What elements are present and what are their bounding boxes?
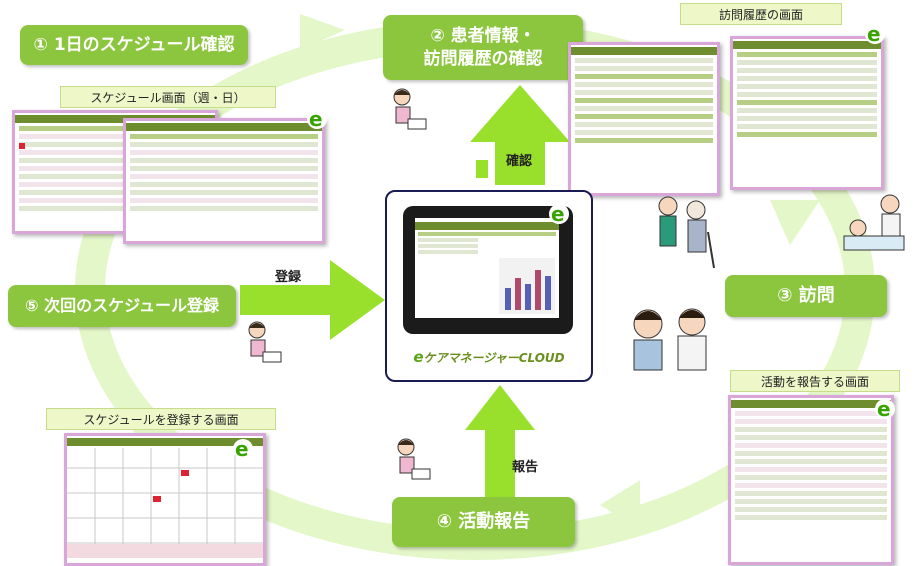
e-logo-icon: e xyxy=(865,23,885,45)
caregiver-elderly-illustration xyxy=(658,196,715,269)
svg-text:e: e xyxy=(235,438,249,460)
care-manager-cloud-logo: eケアマネージャーCLOUD xyxy=(413,348,565,366)
ring-arrowhead xyxy=(770,200,820,245)
tablet-chart xyxy=(499,258,555,314)
e-logo-icon: e xyxy=(307,108,327,130)
svg-text:e: e xyxy=(867,23,881,45)
arrow-right-register xyxy=(240,260,385,340)
ring-arrowhead xyxy=(600,480,640,530)
tablet-screen xyxy=(415,218,559,318)
step3-box: ③ 訪問 xyxy=(725,275,887,317)
report-screen-caption: 活動を報告する画面 xyxy=(730,370,900,392)
register-screen-caption: スケジュールを登録する画面 xyxy=(46,408,276,430)
step1-box: ① 1日のスケジュール確認 xyxy=(20,25,248,65)
step2-box: ② 患者情報・ 訪問履歴の確認 xyxy=(383,15,583,80)
e-logo-icon: e xyxy=(233,438,253,460)
svg-text:e: e xyxy=(877,398,891,420)
nurse-writing-illustration xyxy=(393,88,427,130)
doctor-patient-illustration xyxy=(633,308,707,371)
schedule-screen-caption: スケジュール画面（週・日） xyxy=(60,86,276,108)
nurse-registering-illustration xyxy=(248,321,282,363)
step5-label: ⑤ 次回のスケジュール登録 xyxy=(25,296,219,316)
history-list-screenshot xyxy=(568,42,720,196)
step2-label-line1: ② 患者情報・ xyxy=(430,25,536,46)
svg-text:e: e xyxy=(309,108,323,130)
e-logo-icon: e xyxy=(875,398,895,420)
step5-box: ⑤ 次回のスケジュール登録 xyxy=(8,285,236,327)
arrow-up-confirm-dot xyxy=(476,160,488,178)
nurse-bedside-illustration xyxy=(843,194,905,251)
arrow-up-report xyxy=(465,385,535,500)
report-screenshot xyxy=(728,395,894,565)
report-label: 報告 xyxy=(512,460,539,475)
step3-label: ③ 訪問 xyxy=(777,284,835,306)
history-detail-screenshot xyxy=(730,36,884,190)
ring-arrowhead xyxy=(300,14,345,50)
schedule-day-screenshot xyxy=(123,118,325,244)
nurse-reporting-illustration xyxy=(397,438,431,480)
calendar-grid xyxy=(67,448,263,558)
register-calendar-screenshot xyxy=(64,433,266,566)
tablet-device xyxy=(403,206,573,334)
history-screen-caption: 訪問履歴の画面 xyxy=(680,3,842,25)
step4-label: ④ 活動報告 xyxy=(436,510,531,532)
step4-box: ④ 活動報告 xyxy=(392,497,575,547)
logo-text: ケアマネージャーCLOUD xyxy=(423,351,565,365)
register-label: 登録 xyxy=(275,270,302,285)
e-logo-icon: e xyxy=(549,203,569,225)
svg-text:e: e xyxy=(551,203,565,225)
step2-label-line2: 訪問履歴の確認 xyxy=(423,48,543,69)
arrow-up-confirm xyxy=(470,85,570,185)
confirm-label: 確認 xyxy=(506,154,533,169)
step1-label: ① 1日のスケジュール確認 xyxy=(33,34,235,55)
